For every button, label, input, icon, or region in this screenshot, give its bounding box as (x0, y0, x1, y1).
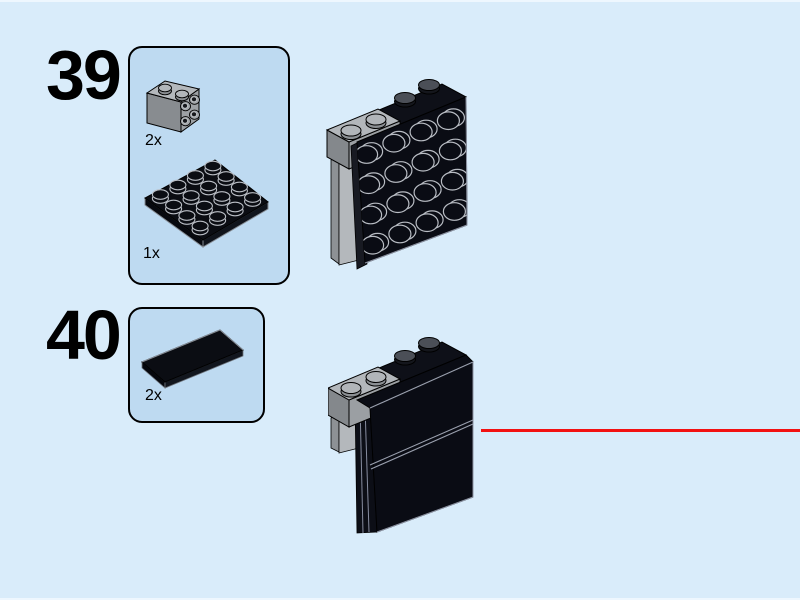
panel-front-studs (357, 108, 467, 255)
brick-top-studs (158, 83, 189, 102)
step-39-number: 39 (46, 36, 122, 114)
step-40-assembly-illustration (328, 337, 474, 534)
page-top-edge (0, 0, 800, 2)
step-40-number: 40 (46, 296, 122, 374)
panel-top-studs (394, 79, 440, 108)
gray-brick-studs (340, 113, 387, 140)
part-black-plate-4x4-icon (144, 159, 269, 248)
brick-side-studs (180, 94, 200, 127)
step-39-part2-count: 1x (143, 245, 160, 262)
step-40-part1-count: 2x (145, 387, 162, 404)
step-39-part1-count: 2x (145, 132, 162, 149)
gray-brick-studs (340, 371, 387, 398)
page-bottom-edge (0, 598, 800, 600)
callout-line (481, 429, 800, 432)
part-gray-brick-side-studs-icon (145, 80, 201, 133)
step-39-assembly-illustration (325, 79, 468, 270)
panel-top-studs (394, 337, 440, 366)
part-black-tile-2x4-icon (141, 329, 244, 389)
plate-studs (151, 160, 262, 236)
